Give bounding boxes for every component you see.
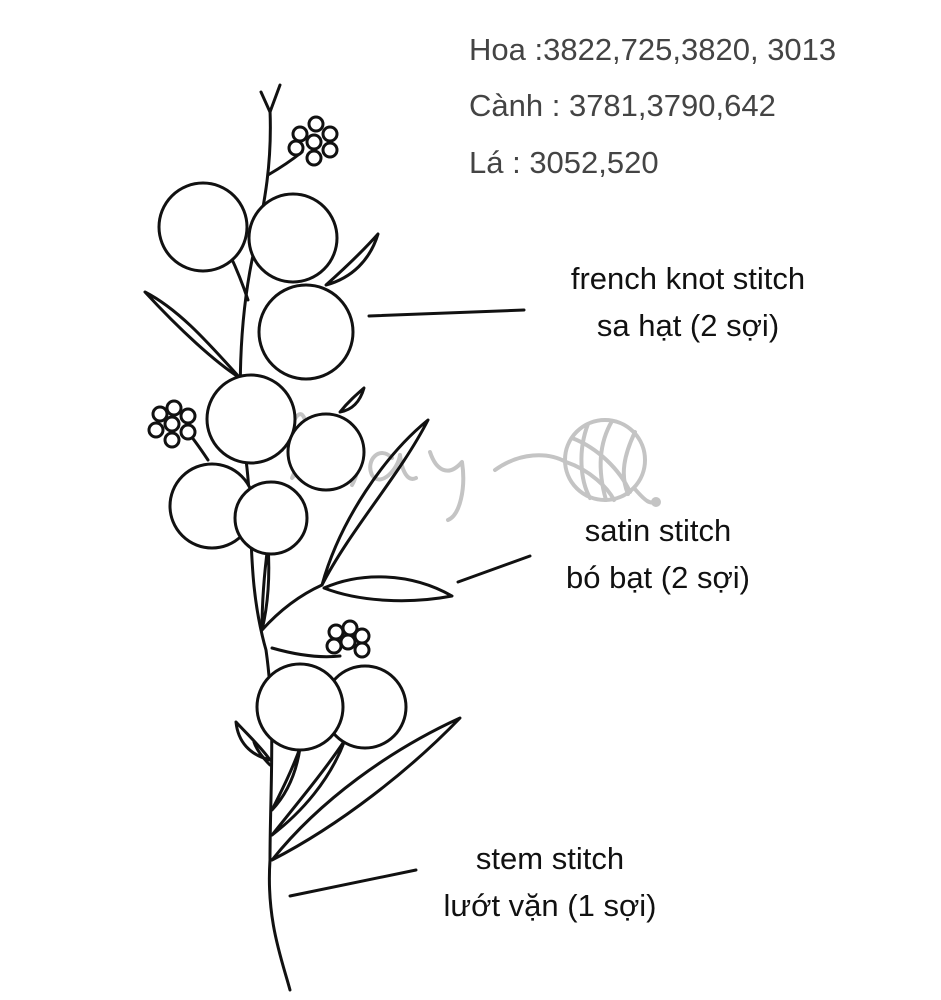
leaf	[234, 720, 272, 762]
bud-cluster	[147, 399, 197, 449]
watermark	[280, 412, 661, 522]
label-satin-line2: bó bạt (2 sợi)	[565, 559, 751, 595]
label-satin-line1: satin stitch	[584, 513, 732, 548]
label-french-knot-line2: sa hạt (2 sợi)	[596, 307, 780, 343]
flower	[286, 412, 366, 492]
thread-colors-flower: Hoa :3822,725,3820, 3013	[469, 32, 837, 67]
label-french-knot-line1: french knot stitch	[570, 261, 806, 296]
bud-cluster	[325, 619, 371, 659]
twig-tip	[259, 83, 282, 114]
label-french-knot: french knot stitch sa hạt (2 sợi)	[540, 256, 836, 349]
flower	[233, 480, 309, 556]
leaf	[270, 716, 462, 862]
callout-line-satin	[456, 554, 532, 584]
flower	[257, 283, 355, 381]
leaf	[320, 418, 430, 587]
flower	[247, 192, 339, 284]
thread-colors-leaf: Lá : 3052,520	[469, 145, 659, 180]
leaf	[270, 746, 302, 812]
leaf	[338, 386, 366, 414]
flower	[157, 181, 249, 273]
leaf	[324, 232, 380, 287]
callout-line-stem	[288, 868, 418, 898]
leaf	[322, 575, 454, 603]
yarn-ball-icon	[563, 418, 661, 507]
label-stem-line2: lướt vặn (1 sợi)	[443, 887, 657, 923]
label-stem-line1: stem stitch	[475, 841, 625, 876]
flower	[255, 662, 345, 752]
label-stem: stem stitch lướt vặn (1 sợi)	[416, 836, 684, 929]
branch	[270, 646, 342, 659]
thread-colors-branch: Cành : 3781,3790,642	[469, 88, 776, 123]
bud-cluster	[287, 115, 339, 167]
flower	[205, 373, 297, 465]
label-satin: satin stitch bó bạt (2 sợi)	[540, 508, 776, 601]
branch	[260, 583, 324, 632]
leaf	[260, 543, 271, 632]
branch	[228, 253, 250, 302]
callout-line-french-knot	[367, 308, 526, 318]
leaf	[143, 290, 242, 380]
